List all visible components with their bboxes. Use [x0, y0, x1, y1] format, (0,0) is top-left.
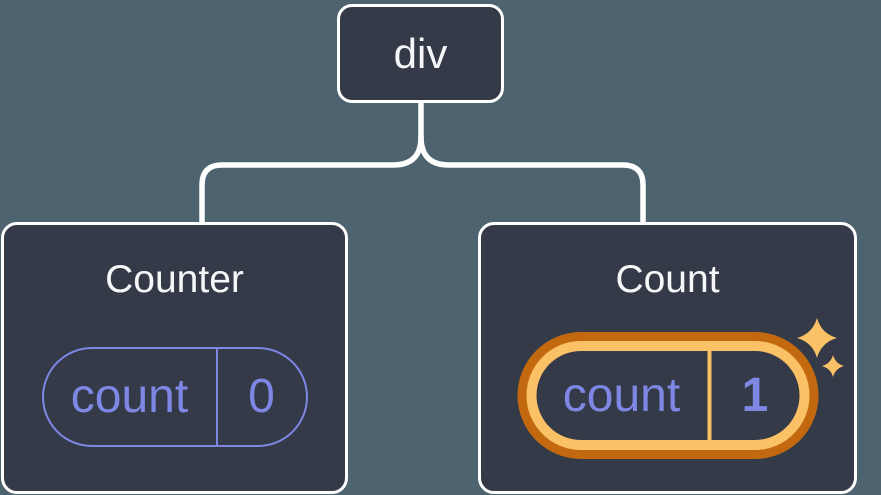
tree-node-div: div [337, 4, 504, 103]
state-pill-highlighted: count 1 [517, 332, 818, 459]
component-card-counter: Counter count 0 [1, 222, 348, 494]
tree-node-label: div [393, 29, 448, 77]
state-name: count [70, 370, 189, 423]
state-pill: count 0 [41, 347, 308, 447]
state-pill-highlight-ring: count 1 [526, 341, 809, 450]
state-pill-core: count 1 [536, 351, 799, 440]
connector-branch-right [418, 134, 646, 228]
state-value: 1 [707, 351, 799, 440]
component-title: Count [615, 258, 720, 301]
state-value: 0 [215, 349, 306, 445]
connector-branch-left [199, 134, 424, 228]
component-title: Counter [105, 258, 244, 301]
component-card-count: Count count 1 [478, 222, 857, 494]
state-name: count [562, 368, 681, 422]
